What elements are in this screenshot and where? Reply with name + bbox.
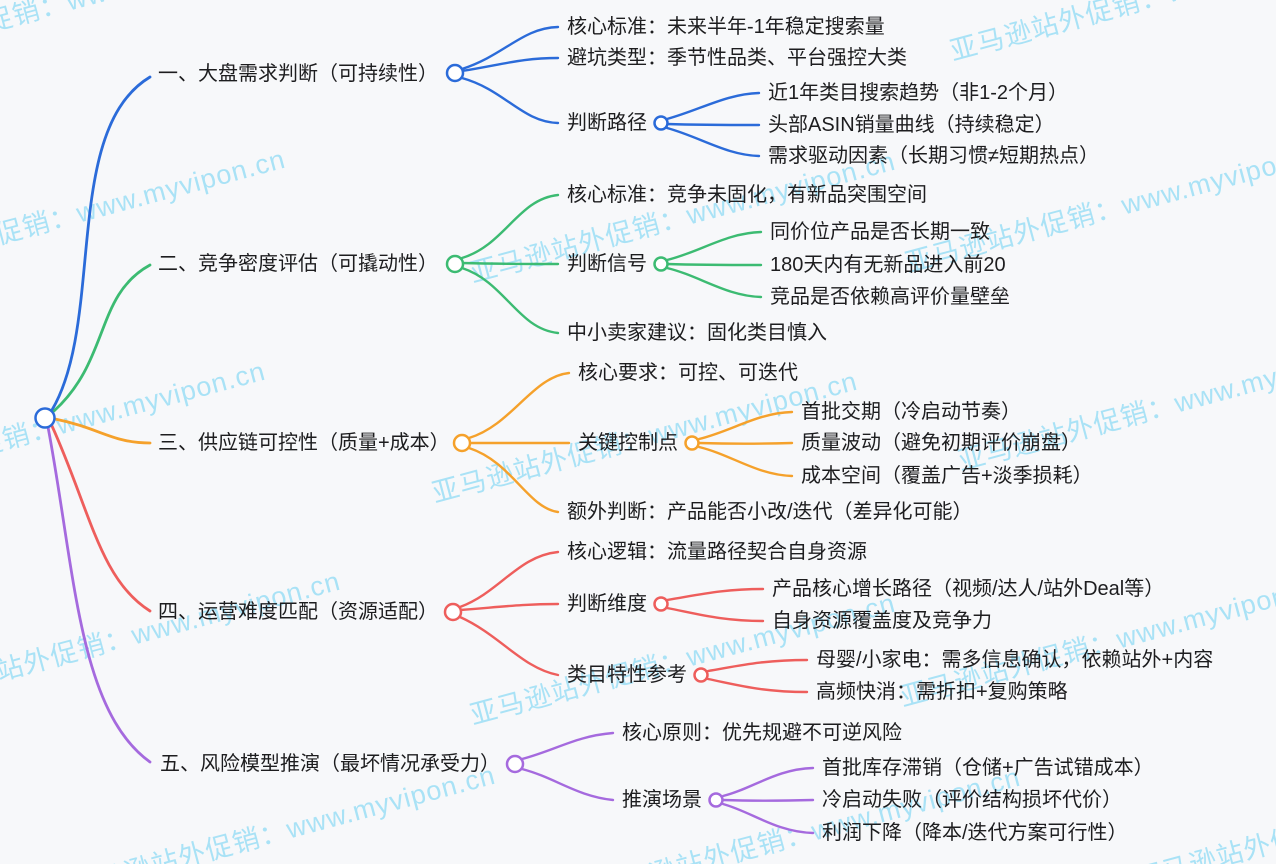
node-category-reference[interactable]: 类目特性参考 — [567, 664, 687, 686]
edge-root-branch2 — [52, 263, 152, 413]
node-judge-signal[interactable]: 判断信号 — [567, 253, 647, 275]
node-branch2-title[interactable]: 二、竞争密度评估（可撬动性） — [158, 253, 438, 275]
node-coldstart-fail[interactable]: 冷启动失败（评价结构损坏代价） — [822, 789, 1122, 811]
judgepath-handle[interactable] — [653, 115, 669, 131]
node-180days[interactable]: 180天内有无新品进入前20 — [770, 254, 1006, 276]
scenario-handle[interactable] — [708, 792, 724, 808]
node-fmcg[interactable]: 高频快消：需折扣+复购策略 — [816, 681, 1068, 703]
node-core-standard-1[interactable]: 核心标准：未来半年-1年稳定搜索量 — [567, 16, 885, 38]
node-first-delivery[interactable]: 首批交期（冷启动节奏） — [801, 401, 1021, 423]
category-handle[interactable] — [693, 667, 709, 683]
node-key-control[interactable]: 关键控制点 — [578, 432, 678, 454]
node-core-principle[interactable]: 核心原则：优先规避不可逆风险 — [622, 722, 902, 744]
edge-root-branch4 — [50, 424, 152, 613]
edge-branch3-child1 — [467, 371, 571, 440]
branch4-handle[interactable] — [443, 602, 463, 622]
dimension-handle[interactable] — [653, 596, 669, 612]
edge-root-branch1 — [50, 75, 152, 412]
edge-branch3-child3 — [467, 446, 560, 514]
edge-root-branch5 — [46, 425, 152, 764]
node-branch3-title[interactable]: 三、供应链可控性（质量+成本） — [158, 432, 450, 454]
control-handle[interactable] — [684, 435, 700, 451]
node-judge-path[interactable]: 判断路径 — [567, 112, 647, 134]
edge-root-branch3 — [53, 417, 152, 445]
edge-control-leaf1 — [697, 410, 794, 441]
node-same-price[interactable]: 同价位产品是否长期一致 — [770, 221, 990, 243]
edge-branch2-child2 — [460, 261, 560, 266]
node-cost-space[interactable]: 成本空间（覆盖广告+淡季损耗） — [801, 465, 1093, 487]
edge-branch5-child1 — [520, 731, 615, 761]
node-judge-dimension[interactable]: 判断维度 — [567, 593, 647, 615]
edge-branch1-child2 — [460, 56, 560, 73]
node-scenario[interactable]: 推演场景 — [622, 789, 702, 811]
edge-scenario-leaf3 — [721, 802, 815, 835]
edge-signal-leaf3 — [665, 266, 763, 299]
edge-scenario-leaf1 — [721, 766, 815, 798]
edge-judgepath-leaf2 — [665, 122, 761, 127]
node-growth-path[interactable]: 产品核心增长路径（视频/达人/站外Deal等） — [772, 578, 1165, 600]
edge-dimension-leaf2 — [665, 606, 765, 623]
edge-category-leaf1 — [706, 658, 809, 673]
edge-control-leaf2 — [697, 441, 794, 445]
branch5-handle[interactable] — [505, 754, 525, 774]
node-demand-driver[interactable]: 需求驱动因素（长期习惯≠短期热点） — [768, 145, 1099, 167]
edge-category-leaf2 — [706, 677, 809, 694]
edge-dimension-leaf1 — [665, 587, 765, 602]
node-profit-drop[interactable]: 利润下降（降本/迭代方案可行性） — [822, 822, 1128, 844]
node-unsold-stock[interactable]: 首批库存滞销（仓储+广告试错成本） — [822, 757, 1154, 779]
edge-scenario-leaf2 — [721, 798, 815, 802]
node-branch1-title[interactable]: 一、大盘需求判断（可持续性） — [158, 63, 438, 85]
edge-branch5-child2 — [520, 767, 615, 802]
node-branch4-title[interactable]: 四、运营难度匹配（资源适配） — [158, 601, 438, 623]
edge-branch2-child3 — [460, 266, 560, 335]
edge-judgepath-leaf3 — [665, 126, 761, 158]
node-resource-coverage[interactable]: 自身资源覆盖度及竞争力 — [772, 610, 992, 632]
node-search-trend[interactable]: 近1年类目搜索趋势（非1-2个月） — [768, 82, 1069, 104]
edge-branch1-child1 — [460, 25, 560, 71]
node-branch5-title[interactable]: 五、风险模型推演（最坏情况承受力） — [160, 753, 500, 775]
node-core-logic[interactable]: 核心逻辑：流量路径契合自身资源 — [567, 541, 867, 563]
edge-branch4-child3 — [458, 615, 560, 677]
signal-handle[interactable] — [653, 256, 669, 272]
edge-branch2-child1 — [460, 193, 560, 260]
node-quality-fluctuation[interactable]: 质量波动（避免初期评价崩盘） — [801, 432, 1081, 454]
edge-branch4-child1 — [458, 550, 560, 609]
edge-signal-leaf1 — [665, 230, 763, 262]
branch2-handle[interactable] — [445, 254, 465, 274]
node-core-standard-2[interactable]: 核心标准：竞争未固化，有新品突围空间 — [567, 184, 927, 206]
node-core-requirement[interactable]: 核心要求：可控、可迭代 — [578, 362, 798, 384]
edge-branch1-child3 — [460, 76, 560, 125]
branch1-handle[interactable] — [445, 63, 465, 83]
edge-signal-leaf2 — [665, 262, 763, 267]
edge-judgepath-leaf1 — [665, 91, 761, 121]
node-pitfall-types[interactable]: 避坑类型：季节性品类、平台强控大类 — [567, 47, 907, 69]
node-seller-advice[interactable]: 中小卖家建议：固化类目慎入 — [567, 322, 827, 344]
node-baby-appliance[interactable]: 母婴/小家电：需多信息确认，依赖站外+内容 — [816, 649, 1214, 671]
branch3-handle[interactable] — [452, 433, 472, 453]
node-review-barrier[interactable]: 竞品是否依赖高评价量壁垒 — [770, 286, 1010, 308]
node-extra-judge[interactable]: 额外判断：产品能否小改/迭代（差异化可能） — [567, 501, 973, 523]
edge-control-leaf3 — [697, 445, 794, 478]
node-asin-curve[interactable]: 头部ASIN销量曲线（持续稳定） — [768, 114, 1055, 136]
root-node-handle[interactable] — [34, 407, 56, 429]
edge-branch4-child2 — [458, 602, 560, 612]
